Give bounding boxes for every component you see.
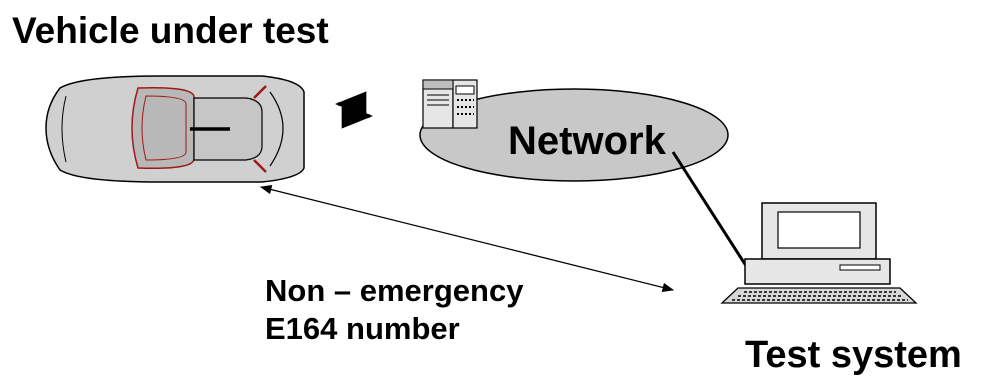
network-label: Network	[508, 119, 666, 163]
number-caption-line2: E164 number	[265, 311, 460, 346]
network-to-test-system-link	[671, 151, 752, 273]
wireless-link-icon	[334, 91, 374, 129]
diagram-title: Vehicle under test	[12, 10, 329, 51]
server-icon	[422, 79, 478, 129]
vehicle-icon	[45, 75, 305, 183]
number-caption-line1: Non – emergency	[265, 273, 524, 308]
computer-icon	[720, 202, 918, 304]
call-path-arrow	[259, 185, 675, 292]
test-system-label: Test system	[745, 334, 962, 376]
network-cloud	[419, 88, 729, 182]
